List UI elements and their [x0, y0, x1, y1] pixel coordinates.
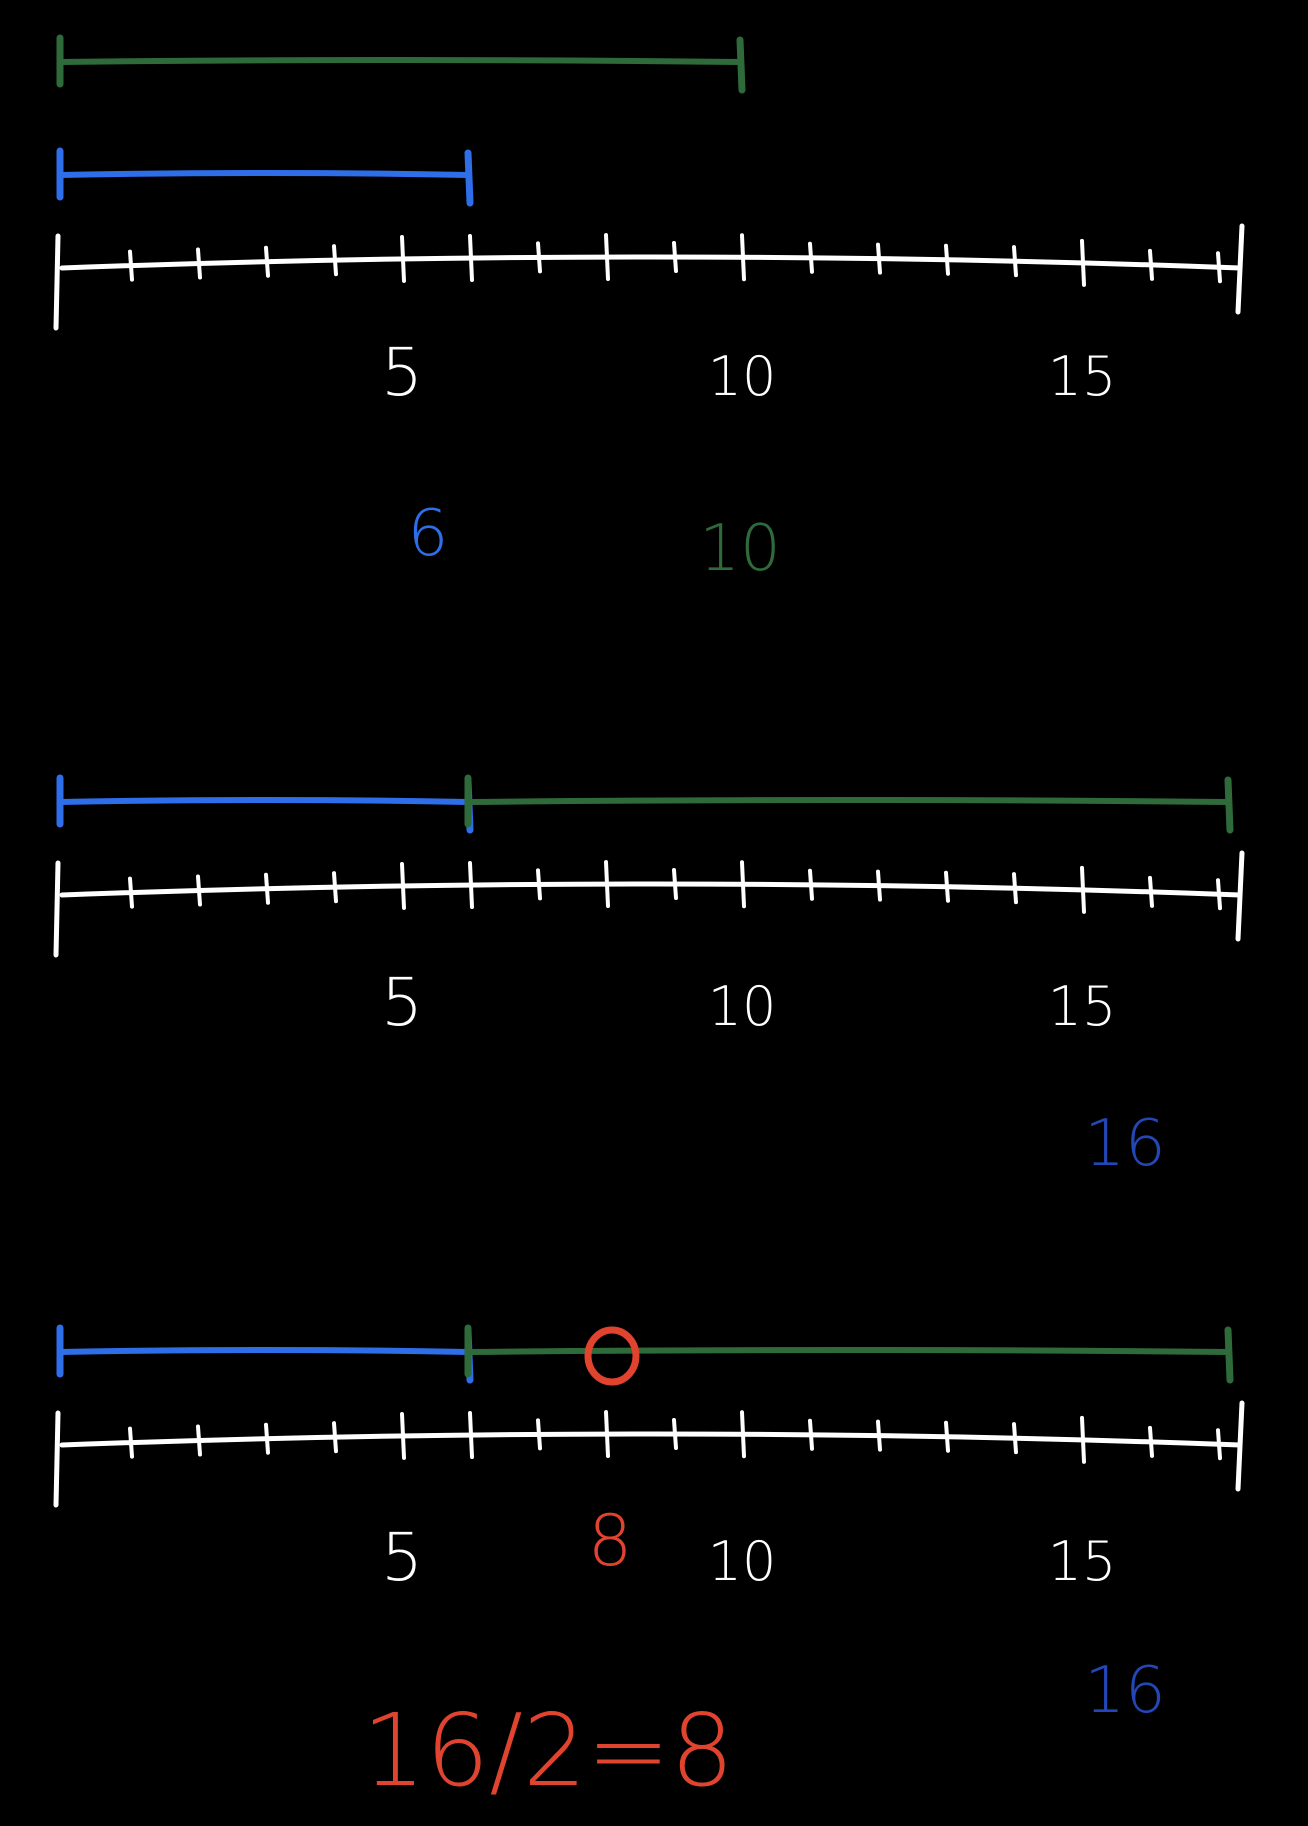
number-line-end-cap-2: [1235, 850, 1245, 942]
tick-3-14: [1012, 1422, 1018, 1455]
tick-label-1-15: 15: [1048, 345, 1117, 408]
tick-2-4: [332, 871, 338, 904]
tick-1-17: [1216, 251, 1222, 284]
tick-3-5: [400, 1411, 406, 1460]
tick-3-4: [332, 1421, 338, 1454]
value-label-1-6: 6: [408, 497, 449, 571]
tick-2-10: [740, 860, 746, 909]
tick-2-16: [1148, 875, 1154, 908]
tick-2-17: [1216, 878, 1222, 911]
tick-1-12: [876, 242, 882, 275]
tick-2-9: [672, 868, 678, 901]
tick-label-2-10: 10: [708, 975, 777, 1038]
tick-label-3-5: 5: [381, 1519, 423, 1596]
tick-3-9: [672, 1418, 678, 1451]
segment-3-green-end-cap: [1224, 1326, 1234, 1384]
tick-2-14: [1012, 872, 1018, 905]
segment-1-green-end-cap: [736, 36, 746, 94]
tick-3-13: [944, 1420, 950, 1453]
midpoint-label: 8: [588, 1500, 633, 1582]
tick-2-13: [944, 870, 950, 903]
tick-3-11: [808, 1418, 814, 1451]
number-line-1: [59, 254, 1243, 271]
tick-3-8: [604, 1410, 610, 1459]
number-line-start-cap-2: [53, 860, 61, 958]
value-label-3-16: 16: [1084, 1654, 1165, 1728]
number-line-start-cap-1: [53, 233, 61, 331]
tick-1-9: [672, 241, 678, 274]
tick-3-1: [128, 1426, 134, 1459]
segment-2-green-end-cap: [1224, 776, 1234, 834]
tick-label-2-15: 15: [1048, 975, 1117, 1038]
tick-3-17: [1216, 1428, 1222, 1461]
segment-1-blue: [57, 170, 471, 178]
tick-label-3-15: 15: [1048, 1530, 1117, 1593]
tick-2-11: [808, 868, 814, 901]
tick-3-16: [1148, 1425, 1154, 1458]
tick-2-12: [876, 869, 882, 902]
tick-1-16: [1148, 248, 1154, 281]
midpoint-circle-marker: [584, 1326, 640, 1386]
tick-3-15: [1080, 1415, 1086, 1464]
tick-3-2: [196, 1424, 202, 1457]
tick-label-1-5: 5: [381, 334, 423, 411]
tick-1-5: [400, 234, 406, 283]
tick-1-14: [1012, 245, 1018, 278]
equation-text: 16/2=8: [362, 1692, 734, 1809]
tick-1-1: [128, 249, 134, 282]
tick-2-2: [196, 874, 202, 907]
segment-2-green: [465, 797, 1231, 805]
number-line-start-cap-3: [53, 1410, 61, 1508]
tick-3-3: [264, 1422, 270, 1455]
tick-2-15: [1080, 865, 1086, 914]
tick-2-6: [468, 861, 474, 910]
segment-2-blue: [57, 797, 471, 805]
tick-3-6: [468, 1411, 474, 1460]
value-label-1-10: 10: [699, 512, 780, 586]
tick-label-1-10: 10: [708, 345, 777, 408]
number-line-end-cap-1: [1235, 223, 1245, 315]
value-label-2-16: 16: [1084, 1107, 1165, 1181]
tick-1-7: [536, 241, 542, 274]
number-line-2: [59, 881, 1243, 898]
tick-2-8: [604, 860, 610, 909]
tick-3-12: [876, 1419, 882, 1452]
tick-1-4: [332, 244, 338, 277]
tick-1-2: [196, 247, 202, 280]
tick-1-8: [604, 233, 610, 282]
tick-label-3-10: 10: [708, 1530, 777, 1593]
tick-3-7: [536, 1418, 542, 1451]
tick-1-15: [1080, 238, 1086, 287]
number-line-end-cap-3: [1235, 1400, 1245, 1492]
tick-2-1: [128, 876, 134, 909]
tick-2-3: [264, 872, 270, 905]
tick-1-13: [944, 243, 950, 276]
segment-3-blue: [57, 1347, 471, 1355]
tick-1-11: [808, 241, 814, 274]
tick-1-6: [468, 234, 474, 283]
number-line-3: [59, 1431, 1243, 1448]
tick-label-2-5: 5: [381, 964, 423, 1041]
segment-1-blue-end-cap: [464, 149, 474, 207]
segment-1-green: [57, 57, 743, 65]
tick-1-10: [740, 233, 746, 282]
tick-2-5: [400, 861, 406, 910]
tick-2-7: [536, 868, 542, 901]
tick-3-10: [740, 1410, 746, 1459]
segment-3-green: [465, 1347, 1231, 1355]
tick-1-3: [264, 245, 270, 278]
